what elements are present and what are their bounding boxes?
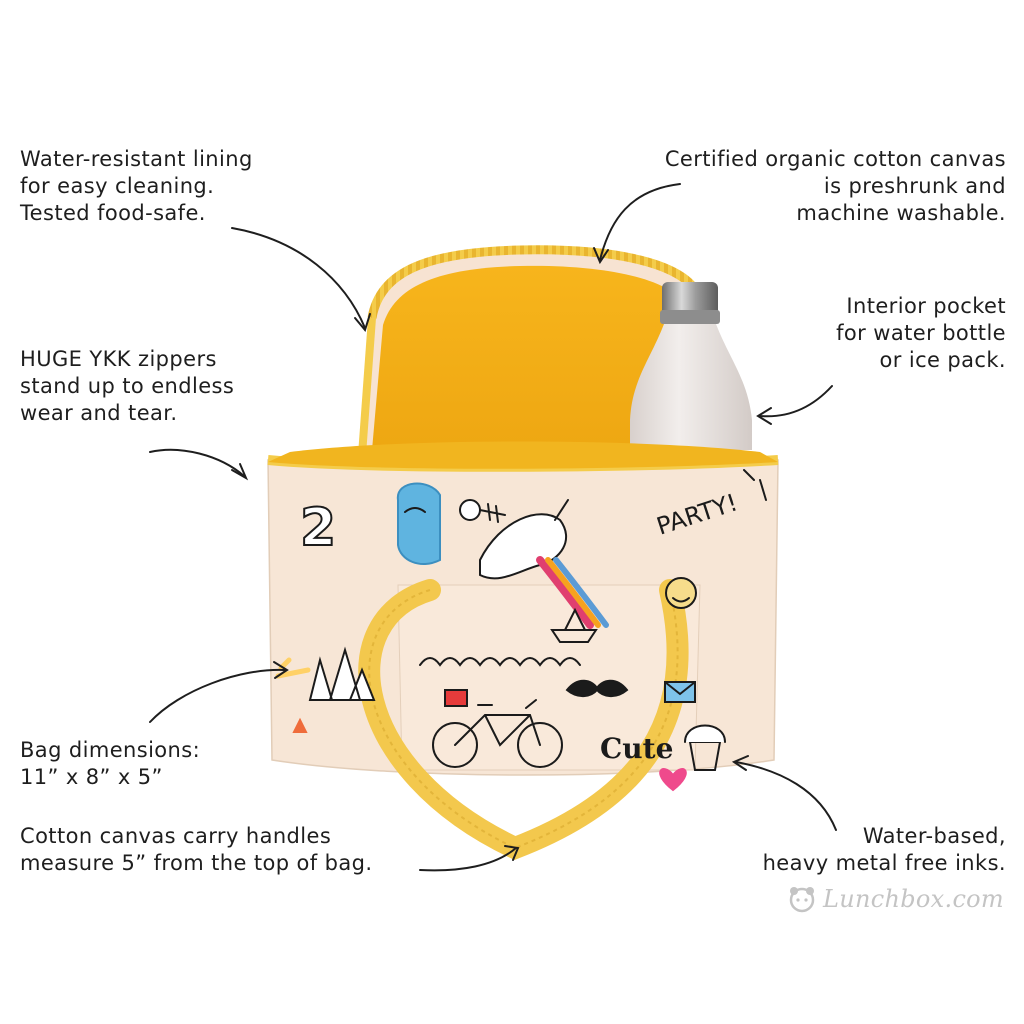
smiley-icon — [665, 577, 697, 609]
fish-bone-icon — [459, 499, 506, 523]
number-doodle: 2 — [300, 498, 336, 558]
dimensions-callout: Bag dimensions: 11” x 8” x 5” — [20, 738, 201, 789]
bag-lid — [358, 245, 705, 456]
brand-logo: Lunchbox.com — [787, 884, 1004, 914]
arrow-icon — [599, 183, 681, 261]
inks-callout: Water-based, heavy metal free inks. — [762, 824, 1006, 875]
brand-face-icon — [789, 887, 815, 913]
paper-boat-icon — [550, 607, 598, 643]
arrow-icon — [149, 668, 286, 723]
arrow-icon — [149, 448, 245, 477]
blue-cloud-doodle — [396, 482, 441, 565]
arrow-icon — [735, 761, 837, 831]
lining-callout: Water-resistant lining for easy cleaning… — [20, 147, 253, 225]
zippers-callout: HUGE YKK zippers stand up to endless wea… — [20, 347, 235, 425]
water-bottle — [630, 282, 752, 450]
callout-arrows — [149, 183, 837, 872]
canvas-callout: Certified organic cotton canvas is presh… — [664, 147, 1006, 225]
loop-doodle — [419, 657, 581, 667]
handles-callout: Cotton canvas carry handles measure 5” f… — [20, 824, 373, 875]
bag-print — [275, 469, 767, 792]
cupcake-icon — [684, 724, 726, 771]
heart-icon — [659, 768, 687, 792]
envelope-icon — [664, 681, 696, 703]
pocket-callout: Interior pocket for water bottle or ice … — [836, 294, 1006, 372]
crystal-icon — [308, 646, 376, 701]
bicycle-icon — [432, 689, 563, 768]
arrow-doodle — [743, 469, 767, 501]
unicorn-icon — [479, 499, 609, 629]
brand-name: Lunchbox.com — [823, 885, 1004, 913]
mustache-icon — [565, 679, 629, 697]
cute-text: Cute — [600, 732, 673, 765]
arrow-icon — [419, 847, 517, 872]
arrow-icon — [759, 385, 833, 418]
arrow-icon — [231, 227, 366, 329]
